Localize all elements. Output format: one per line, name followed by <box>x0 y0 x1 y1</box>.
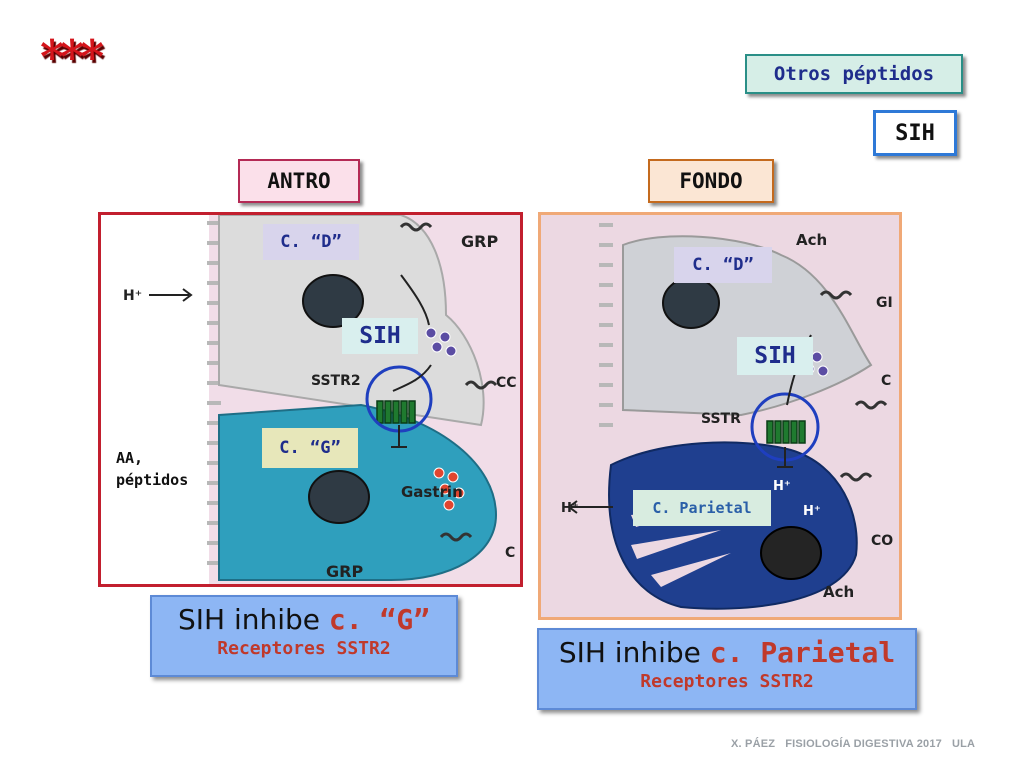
parietal-cell-label: C. Parietal <box>633 490 771 526</box>
antro-grp-top: GRP <box>461 232 498 251</box>
result-fondo-receptors: Receptores SSTR2 <box>640 671 814 692</box>
antro-cck-top: CC <box>496 375 517 391</box>
antro-cell-g-label: C. “G” <box>262 428 358 468</box>
fondo-cell-d-nucleus <box>662 277 720 329</box>
footer-credit: X. PÁEZ FISIOLOGÍA DIGESTIVA 2017 ULA <box>731 738 985 750</box>
fondo-sstr-receptor <box>766 420 806 444</box>
fondo-ach-top: Ach <box>796 231 827 249</box>
fondo-cck-label: C <box>881 373 891 389</box>
fondo-co-label: CO <box>871 533 893 549</box>
tag-sih: SIH <box>873 110 957 156</box>
gastrin-granules <box>433 467 465 511</box>
fondo-sstr-label: SSTR <box>701 411 741 427</box>
antro-diagram: H⁺ GRP GRP SSTR2 Gastrin CC C <box>98 212 523 587</box>
result-antro-target: c. “G” <box>328 603 431 636</box>
footer-author: X. PÁEZ <box>731 738 776 750</box>
fondo-microvilli <box>599 223 613 427</box>
result-box-fondo: SIH inhibe c. Parietal Receptores SSTR2 <box>537 628 917 710</box>
antro-proton-label: H⁺ <box>123 288 142 304</box>
fondo-sih-label: SIH <box>737 337 813 375</box>
cell-d-nucleus <box>302 274 364 328</box>
section-label-antro: ANTRO <box>238 159 360 203</box>
fondo-proton-in-1: H⁺ <box>773 479 791 494</box>
fondo-cell-d-label: C. “D” <box>674 247 772 283</box>
result-fondo-line1: SIH inhibe c. Parietal <box>539 636 915 669</box>
fondo-proton-out: H⁺ <box>561 501 579 516</box>
antro-sstr2-label: SSTR2 <box>311 373 361 389</box>
cell-g-nucleus <box>308 470 370 524</box>
parietal-nucleus <box>760 526 822 580</box>
antro-cell-d-label: C. “D” <box>263 224 359 260</box>
result-fondo-prefix: SIH inhibe <box>558 636 710 669</box>
sstr2-receptor <box>376 400 416 424</box>
result-antro-receptors: Receptores SSTR2 <box>217 638 391 659</box>
footer-course: FISIOLOGÍA DIGESTIVA 2017 <box>785 738 942 750</box>
antro-arrows <box>149 274 432 448</box>
aa-line-2: péptidos <box>116 471 189 489</box>
antro-illustration: H⁺ GRP GRP SSTR2 Gastrin CC C <box>101 214 520 584</box>
result-box-antro: SIH inhibe c. “G” Receptores SSTR2 <box>150 595 458 677</box>
result-antro-line1: SIH inhibe c. “G” <box>152 603 456 636</box>
antro-granules <box>425 327 457 357</box>
tag-otros-peptidos: Otros péptidos <box>745 54 963 94</box>
result-fondo-target: c. Parietal <box>709 636 896 669</box>
antro-sih-label: SIH <box>342 318 418 354</box>
antro-cck-bottom: C <box>505 545 515 561</box>
fondo-ach-bottom: Ach <box>823 583 854 601</box>
section-label-fondo: FONDO <box>648 159 774 203</box>
fondo-proton-in-2: H⁺ <box>803 504 821 519</box>
stars-mark: *** <box>40 30 104 84</box>
aa-line-1: AA, <box>116 449 144 467</box>
footer-org: ULA <box>951 738 976 750</box>
antro-lumen <box>101 215 209 584</box>
antro-grp-bottom: GRP <box>326 562 363 581</box>
antro-receptors <box>399 222 498 542</box>
fondo-gi-label: GI <box>876 295 893 311</box>
antro-microvilli <box>207 221 221 565</box>
result-antro-prefix: SIH inhibe <box>177 603 329 636</box>
antro-gastrin-label: Gastrin <box>401 483 463 501</box>
aa-peptidos-label: AA, péptidos <box>116 447 208 491</box>
fondo-receptors <box>819 290 888 482</box>
